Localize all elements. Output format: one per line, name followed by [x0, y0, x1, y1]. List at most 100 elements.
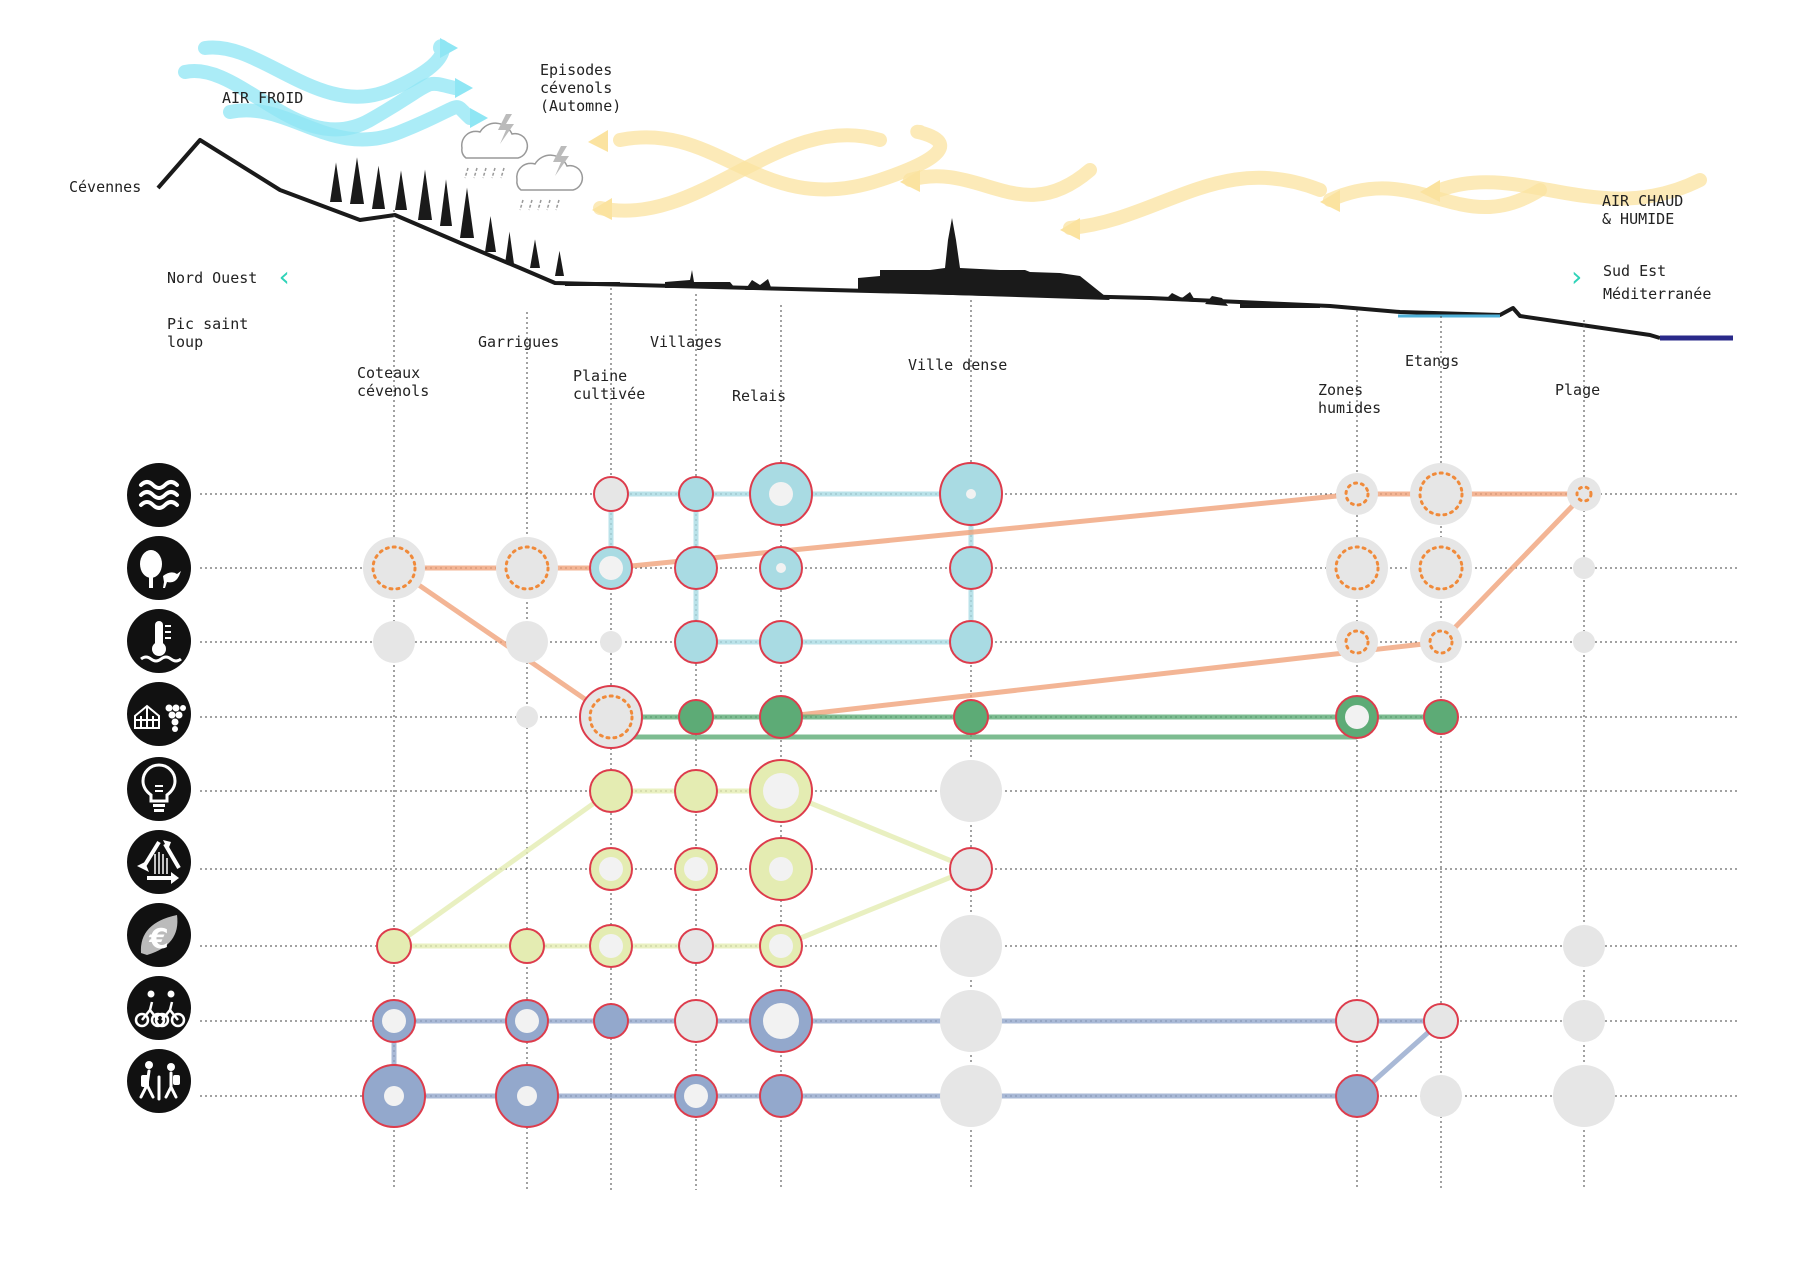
cell-disc	[1423, 1003, 1459, 1039]
cell-tourism_hiking-relais	[759, 1074, 803, 1118]
town-silhouette	[565, 218, 1320, 308]
cell-hole	[763, 773, 799, 809]
cell-disc	[516, 706, 538, 728]
cell-dotted-ring	[588, 694, 634, 740]
cell-disc	[949, 546, 993, 590]
cell-biodiversity-ville	[949, 546, 993, 590]
cell-hole	[515, 1009, 539, 1033]
cell-tourism_hiking-villages	[674, 1074, 718, 1118]
cell-disc	[674, 546, 718, 590]
link-orange	[392, 565, 613, 720]
cell-recycling-plaine	[589, 847, 633, 891]
cell-disc	[949, 620, 993, 664]
cell-dotted-ring	[1334, 545, 1380, 591]
greenhouse-grapes-icon	[127, 682, 191, 746]
cell-disc	[373, 621, 415, 663]
cell-economy-villages	[678, 928, 714, 964]
warm-air-flow-3	[903, 163, 1097, 202]
cell-economy-ville	[940, 915, 1002, 977]
cell-water-ville	[939, 462, 1003, 526]
cell-disc	[759, 620, 803, 664]
zone-label-plage: Plage	[1555, 381, 1601, 399]
cell-climate-ville	[949, 620, 993, 664]
link-blue	[391, 1019, 1443, 1099]
cell-dotted-ring	[1344, 629, 1370, 655]
recycle-icon	[127, 830, 191, 894]
cell-disc	[509, 928, 545, 964]
zone-label-ville: Ville dense	[908, 356, 1008, 374]
label-cevennes: Cévennes	[69, 178, 142, 196]
cell-disc	[1573, 631, 1595, 653]
cell-agriculture-etangs	[1423, 699, 1459, 735]
warm-air-flow-2	[593, 128, 887, 218]
cell-hole	[776, 563, 786, 573]
cell-water-etangs	[1410, 463, 1472, 525]
cell-leisure_cycling-zones_humides	[1335, 999, 1379, 1043]
cell-recycling-villages	[674, 847, 718, 891]
cell-biodiversity-etangs	[1410, 537, 1472, 599]
direction-right-arrow-icon: ›	[1568, 260, 1585, 293]
label-sud-est: Sud Est	[1603, 262, 1667, 280]
cell-leisure_cycling-plage	[1563, 1000, 1605, 1042]
cell-dotted-ring	[1575, 485, 1593, 503]
cell-energy-relais	[749, 759, 813, 823]
warm-air-flow-4	[1063, 170, 1327, 235]
cell-disc	[1420, 621, 1462, 663]
cell-disc	[940, 1065, 1002, 1127]
cell-leisure_cycling-ville	[940, 990, 1002, 1052]
cell-disc	[949, 847, 993, 891]
zone-label-zones-humides: Zones humides	[1318, 381, 1382, 417]
cell-water-plage	[1567, 477, 1601, 511]
cell-economy-garrigues	[509, 928, 545, 964]
warm-air-arrowhead	[1420, 180, 1440, 202]
matrix-cells	[362, 462, 1615, 1128]
zone-label-coteaux: Coteaux cévenols	[357, 364, 430, 400]
cell-disc	[1423, 699, 1459, 735]
zone-label-garrigues: Garrigues	[478, 333, 560, 351]
cell-economy-plaine	[589, 924, 633, 968]
cell-recycling-relais	[749, 837, 813, 901]
cell-hole	[684, 857, 708, 881]
cell-agriculture-villages	[678, 699, 714, 735]
cell-climate-plaine	[600, 631, 622, 653]
cell-disc	[1563, 1000, 1605, 1042]
cell-energy-plaine	[589, 769, 633, 813]
cell-disc	[376, 928, 412, 964]
zone-label-etangs: Etangs	[1405, 352, 1460, 370]
cell-hole	[684, 1084, 708, 1108]
cell-disc	[593, 476, 629, 512]
cell-climate-garrigues	[506, 621, 548, 663]
cell-biodiversity-plage	[1573, 557, 1595, 579]
warm-air-arrowhead	[900, 170, 920, 192]
cell-hole	[769, 857, 793, 881]
cell-dotted-ring	[1418, 545, 1464, 591]
label-air-froid: AIR FROID	[222, 89, 304, 107]
cell-economy-plage	[1563, 925, 1605, 967]
cell-disc	[1420, 1075, 1462, 1117]
cell-agriculture-relais	[759, 695, 803, 739]
cell-hole	[599, 934, 623, 958]
warm-air-arrowhead	[588, 130, 608, 152]
air-flows	[178, 38, 1707, 240]
cell-hole	[517, 1086, 537, 1106]
cell-disc	[759, 1074, 803, 1118]
cell-biodiversity-relais	[759, 546, 803, 590]
cold-air-flow-2	[178, 64, 462, 137]
cell-biodiversity-zones_humides	[1326, 537, 1388, 599]
cell-climate-coteaux	[373, 621, 415, 663]
cell-biodiversity-garrigues	[496, 537, 558, 599]
cold-air-arrowhead	[470, 108, 488, 128]
cell-climate-etangs	[1420, 621, 1462, 663]
cell-biodiversity-villages	[674, 546, 718, 590]
water-waves-icon	[127, 463, 191, 527]
cell-water-villages	[678, 476, 714, 512]
zone-label-plaine: Plaine cultivée	[573, 367, 646, 403]
cell-dotted-ring	[1418, 471, 1464, 517]
cell-disc	[678, 928, 714, 964]
cell-climate-zones_humides	[1336, 621, 1378, 663]
cell-hole	[599, 857, 623, 881]
cell-energy-villages	[674, 769, 718, 813]
cell-dotted-ring	[371, 545, 417, 591]
cell-disc	[1563, 925, 1605, 967]
